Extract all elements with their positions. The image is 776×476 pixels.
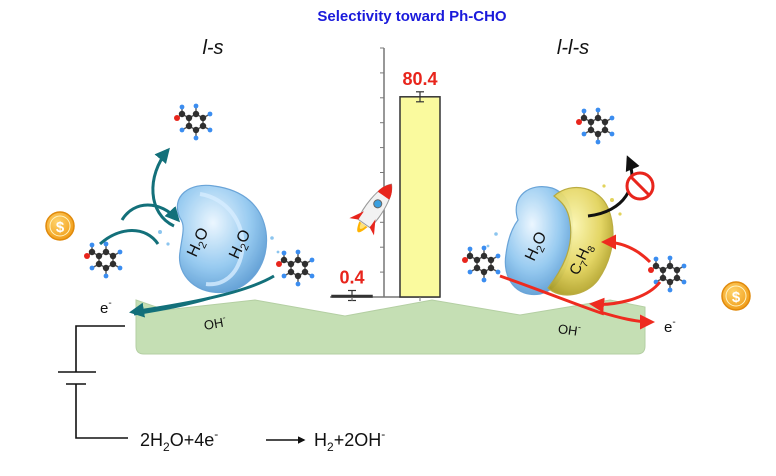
- catalyst-substrate: [135, 299, 646, 355]
- prohibited-icon: [625, 171, 655, 201]
- water-splash-left: [158, 184, 280, 294]
- chart-data-label: 0.4: [339, 268, 364, 288]
- oh-right-label: OH-: [557, 319, 582, 339]
- circuit-wire: [58, 325, 128, 439]
- dollar-coin-right-icon: $: [721, 281, 751, 311]
- svg-text:$: $: [732, 289, 741, 306]
- dollar-coin-left-icon: $: [45, 211, 75, 241]
- lls-system-label: l-l-s: [557, 37, 589, 59]
- oh-left-label: OH-: [202, 312, 227, 333]
- chart-title: Selectivity toward Ph-CHO: [317, 8, 507, 25]
- benzaldehyde-diffused-right: [462, 244, 502, 284]
- red-arrows-right: [499, 234, 662, 330]
- her-equation-left: 2H2O+4e-: [140, 427, 218, 454]
- ls-system-label: l-s: [202, 37, 223, 59]
- benzaldehyde-diffused-left: [84, 240, 124, 280]
- chart-bar: [399, 96, 441, 298]
- benzaldehyde-product-right: [576, 106, 616, 146]
- blocked-arrow-right: [587, 155, 640, 218]
- rocket-icon: [349, 183, 393, 236]
- water-label-left-b: H2O: [226, 227, 257, 263]
- her-equation-right: H2+2OH-: [314, 427, 385, 454]
- electron-right-label: e-: [664, 317, 676, 336]
- svg-text:$: $: [56, 219, 65, 236]
- benzyl-alcohol-reactant-left: [276, 248, 316, 288]
- toluene-label-right: C7H8: [566, 240, 598, 279]
- chart-data-label: 80.4: [402, 69, 437, 89]
- benzaldehyde-product-left: [174, 102, 214, 142]
- electron-left-label: e-: [100, 298, 112, 317]
- selectivity-bar-chart: 0.4 80.4: [330, 47, 441, 302]
- teal-arrows-left: [98, 147, 275, 318]
